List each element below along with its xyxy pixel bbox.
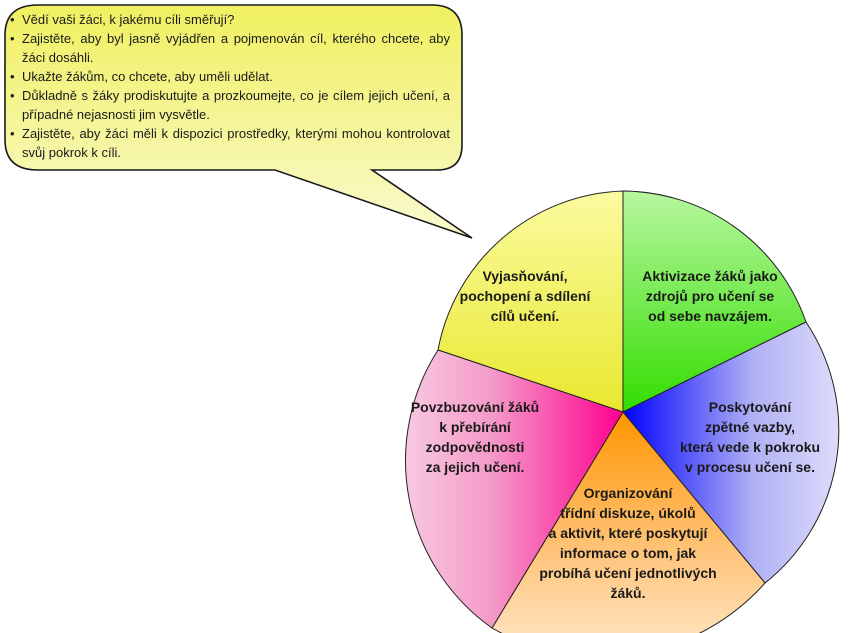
pie xyxy=(405,190,840,633)
label-feedback: Poskytování zpětné vazby, která vede k p… xyxy=(679,399,821,475)
bubble-point: Vědí vaši žáci, k jakému cíli směřují? xyxy=(10,10,450,29)
segment-clarify xyxy=(437,190,624,413)
bubble-point: Důkladně s žáky prodiskutujte a prozkoum… xyxy=(10,86,450,124)
bubble-text: Vědí vaši žáci, k jakému cíli směřují? Z… xyxy=(10,10,450,162)
segment-activate xyxy=(622,190,807,413)
segment-organize xyxy=(491,411,766,633)
bubble-point: Ukažte žákům, co chcete, aby uměli uděla… xyxy=(10,67,450,86)
label-encourage: Povzbuzování žáků k přebírání zodpovědno… xyxy=(410,399,540,475)
label-activate: Aktivizace žáků jako zdrojů pro učení se… xyxy=(642,268,778,324)
bubble-point: Zajistěte, aby žáci měli k dispozici pro… xyxy=(10,124,450,162)
bubble-point: Zajistěte, aby byl jasně vyjádřen a pojm… xyxy=(10,29,450,67)
label-clarify: Vyjasňování, pochopení a sdílení cílů uč… xyxy=(459,268,591,324)
segment-feedback xyxy=(622,321,840,584)
label-organize: Organizování třídní diskuze, úkolů a akt… xyxy=(539,485,717,601)
segment-encourage xyxy=(405,349,624,629)
